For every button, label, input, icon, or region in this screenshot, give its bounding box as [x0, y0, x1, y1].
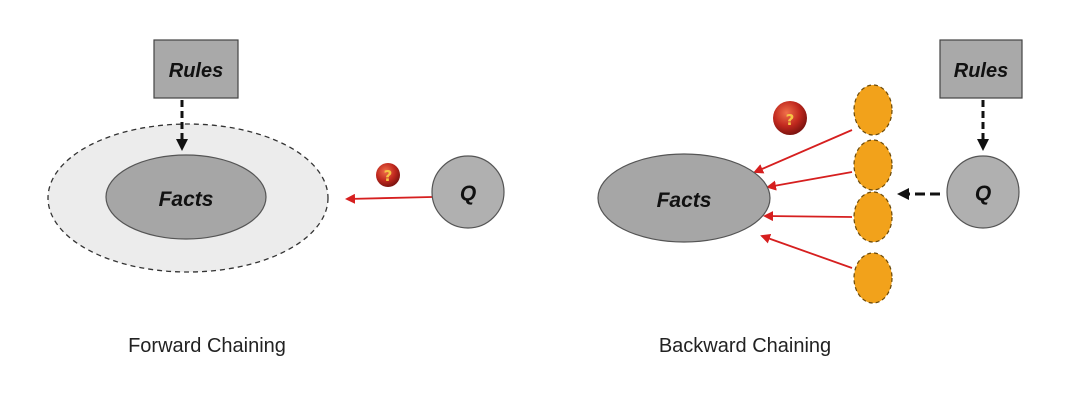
forward-question-badge: ? — [376, 163, 400, 187]
subgoal-arrows — [753, 129, 853, 269]
forward-rules-label: Rules — [169, 60, 223, 82]
forward-query-arrow — [345, 193, 433, 204]
question-icon — [376, 163, 400, 187]
forward-facts-node: Facts — [105, 154, 267, 240]
subgoal-node — [853, 191, 893, 243]
backward-query-node: Q — [946, 155, 1020, 229]
subgoal-node — [853, 139, 893, 191]
backward-rules-box: Rules — [939, 39, 1023, 99]
subgoal-arrow — [766, 171, 853, 191]
backward-question-badge: ? — [773, 101, 807, 135]
forward-rules-box: Rules — [153, 39, 239, 99]
subgoal-node — [853, 84, 893, 136]
backward-facts-label: Facts — [657, 189, 712, 212]
backward-facts-node: Facts — [597, 153, 771, 243]
subgoal-arrow — [763, 211, 853, 222]
backward-rules-label: Rules — [954, 60, 1008, 82]
forward-caption: Forward Chaining — [128, 335, 286, 357]
subgoal-column — [853, 84, 893, 304]
subgoal-arrow — [760, 233, 853, 269]
backward-question-mark: ? — [786, 111, 795, 129]
subgoal-node — [853, 252, 893, 304]
forward-query-node: Q — [431, 155, 505, 229]
backward-chaining-panel: Rules Q Facts ? Ba — [597, 39, 1023, 357]
backward-caption: Backward Chaining — [659, 335, 831, 357]
backward-query-label: Q — [975, 182, 991, 205]
subgoal-arrow — [753, 129, 853, 174]
forward-facts-label: Facts — [159, 188, 214, 211]
forward-question-mark: ? — [384, 167, 393, 185]
forward-chaining-panel: Rules Facts ? Q Forward Chaining — [47, 39, 505, 357]
question-icon — [773, 101, 807, 135]
forward-query-label: Q — [460, 182, 476, 205]
